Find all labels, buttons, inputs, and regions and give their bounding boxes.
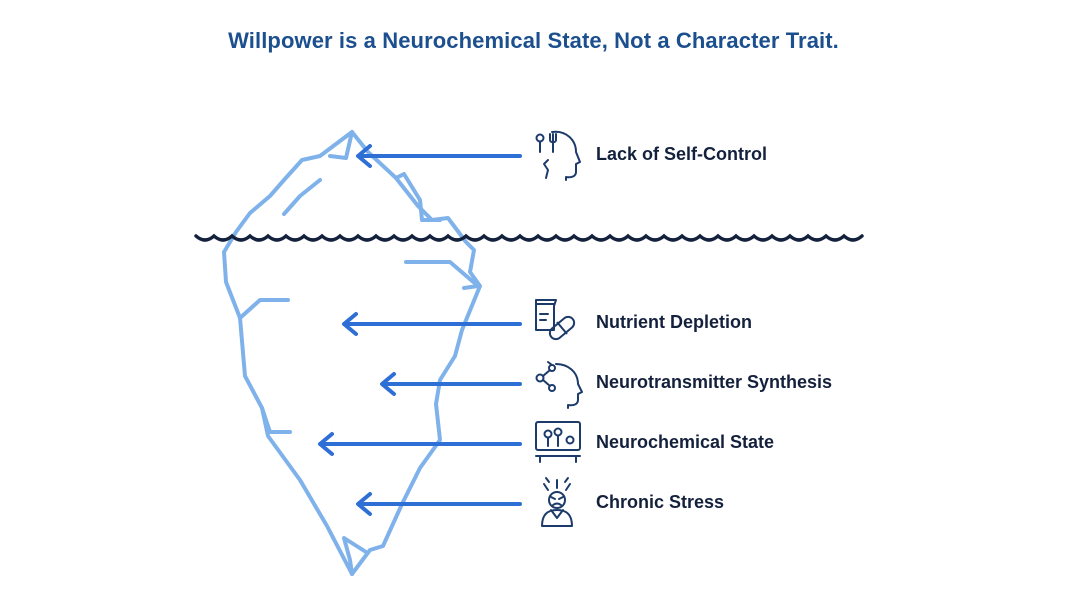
label-neurochemical-state: Neurochemical State (596, 432, 775, 452)
arrow-nutrient-depletion (342, 312, 522, 336)
label-nutrient-depletion: Nutrient Depletion (596, 312, 752, 332)
arrow-chronic-stress (356, 492, 522, 516)
iceberg-ridge (342, 536, 368, 576)
arrow-lack-of-self-control (356, 144, 522, 168)
monitor-chart-icon (535, 421, 581, 463)
label-lack-of-self-control: Lack of Self-Control (596, 144, 768, 164)
stressed-person-icon (541, 477, 573, 527)
arrow-neurotransmitter-synthesis (380, 372, 522, 396)
head-molecule-icon (535, 361, 583, 409)
iceberg-ridge (238, 298, 290, 320)
label-chronic-stress: Chronic Stress (596, 492, 725, 512)
supplement-pill-icon (535, 299, 576, 341)
iceberg-ridge (328, 130, 354, 160)
waterline (194, 233, 864, 242)
iceberg-ridge (282, 178, 322, 216)
head-fork-spoon-icon (535, 130, 581, 181)
iceberg-top (222, 130, 482, 576)
arrow-neurochemical-state (318, 432, 522, 456)
label-neurotransmitter-synthesis: Neurotransmitter Synthesis (596, 372, 833, 392)
page-title: Willpower is a Neurochemical State, Not … (228, 28, 839, 53)
iceberg-ridge (394, 172, 442, 222)
iceberg (222, 130, 482, 576)
iceberg-ridge (260, 406, 292, 434)
iceberg-ridge (404, 260, 480, 290)
